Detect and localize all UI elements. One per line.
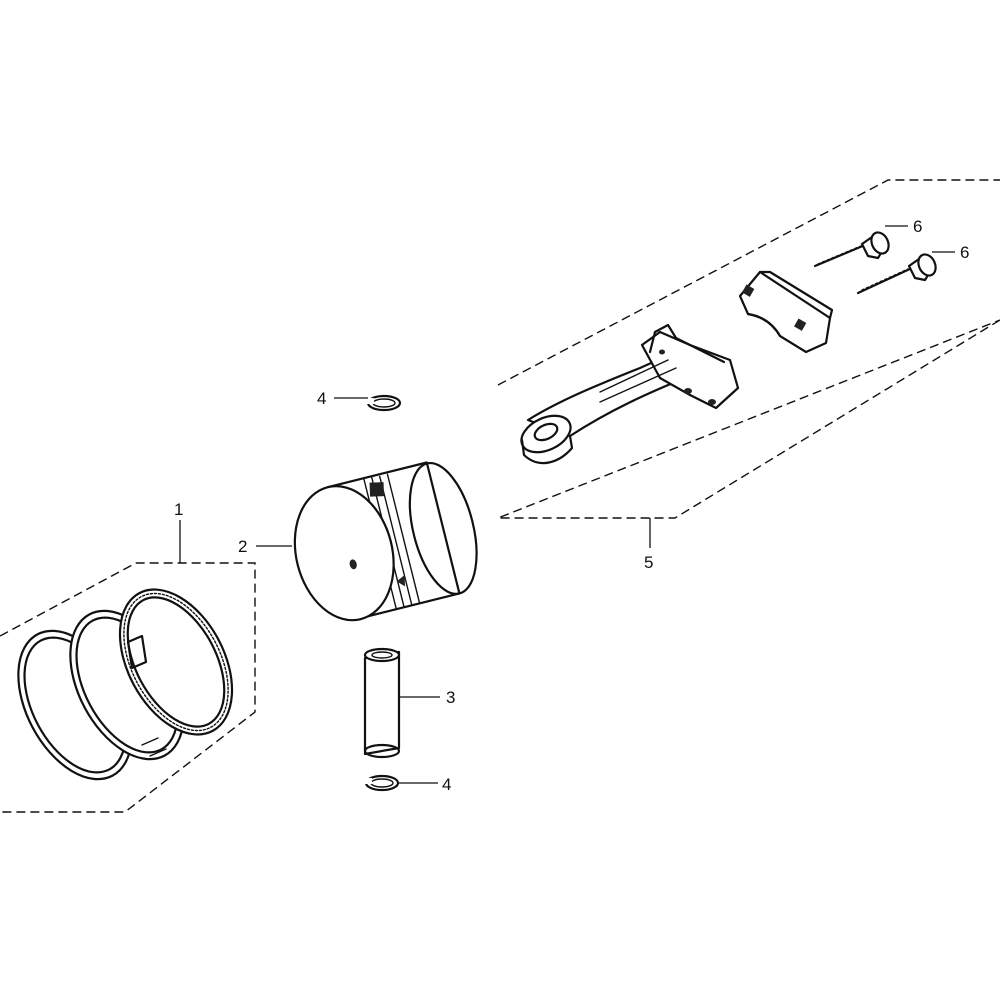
- callout-2: 2: [238, 537, 247, 556]
- pin-clip-upper-group: 4: [317, 389, 402, 412]
- callout-6-lower: 6: [960, 243, 969, 262]
- pin-clip-upper: [366, 394, 402, 412]
- piston-ring-set-frame: [0, 562, 256, 813]
- rod-bolt-upper: [813, 231, 890, 268]
- connecting-rod: [520, 323, 740, 465]
- connecting-rod-assembly-group: 5 6 6: [497, 179, 1000, 572]
- callout-5: 5: [644, 553, 653, 572]
- callout-4-upper: 4: [317, 389, 326, 408]
- piston: [293, 461, 478, 622]
- connecting-rod-assembly-frame: [497, 179, 1000, 519]
- callout-3: 3: [446, 688, 455, 707]
- pin-clip-lower: [364, 774, 400, 792]
- connecting-rod-cap: [738, 270, 834, 354]
- piston-pin-group: 3: [363, 647, 455, 759]
- rod-bolt-lower: [856, 253, 937, 295]
- piston-ring-oil: [118, 588, 234, 736]
- piston-pin: [363, 647, 401, 759]
- pin-clip-lower-group: 4: [364, 774, 451, 794]
- callout-4-lower: 4: [442, 775, 451, 794]
- callout-6-upper: 6: [913, 217, 922, 236]
- piston-ring-set-group: 1: [0, 500, 256, 813]
- callout-1: 1: [174, 500, 183, 519]
- piston-group: 2: [238, 461, 478, 622]
